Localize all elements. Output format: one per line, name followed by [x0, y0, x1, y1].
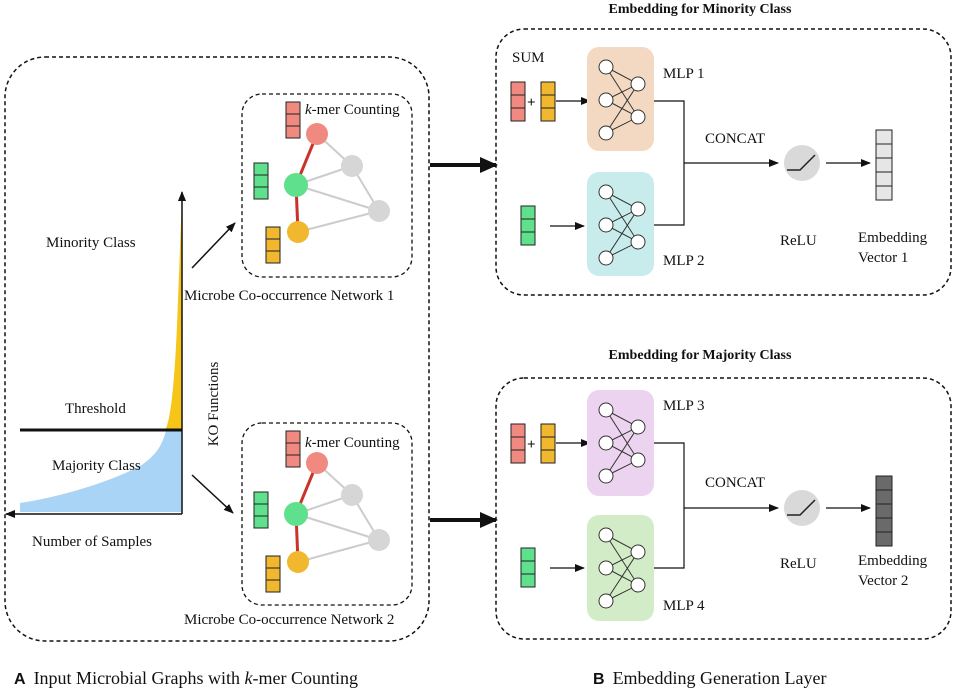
mlp-1-box: [587, 47, 654, 151]
node-yellow: [287, 221, 309, 243]
network-2-label: Microbe Co-occurrence Network 2: [184, 612, 394, 628]
mlp-2: [587, 172, 654, 276]
relu-label: ReLU: [780, 233, 817, 249]
embedding-vector-1: [875, 129, 893, 201]
embedding-vector-2-label: Vector 2: [858, 573, 908, 589]
network-1-frame: [241, 93, 413, 278]
x-axis-label: Number of Samples: [32, 534, 152, 550]
network-1: k-mer Counting: [241, 93, 413, 278]
kmer-counting-label: k-mer Counting: [305, 435, 400, 451]
majority-embedding-frame: [495, 377, 952, 640]
mlp-4-box: [587, 515, 654, 621]
embedding-vector-2: [875, 475, 893, 547]
network-1-label: Microbe Co-occurrence Network 1: [184, 288, 394, 304]
concat-label: CONCAT: [705, 131, 765, 147]
kmer-vector-red: [285, 101, 301, 139]
relu-icon: [784, 145, 820, 181]
kmer-vector-yellow: [265, 555, 281, 593]
majority-embedding-title: Embedding for Majority Class: [609, 348, 792, 363]
mlp-1-label: MLP 1: [663, 66, 705, 82]
arrow-to-network-1: [191, 222, 236, 269]
majority-area: [20, 430, 182, 512]
sum-input-vectors: +: [510, 81, 556, 122]
node-yellow: [287, 551, 309, 573]
mlp-2-box: [587, 172, 654, 276]
kmer-vector-red: [285, 430, 301, 468]
majority-class-label: Majority Class: [52, 458, 141, 474]
ko-distribution-chart: Minority Class Threshold Majority Class …: [5, 191, 222, 550]
mlp-3-label: MLP 3: [663, 398, 705, 414]
relu-icon: [784, 490, 820, 526]
mlp-1: [587, 47, 654, 151]
minority-area: [165, 200, 182, 430]
mlp-4-label: MLP 4: [663, 598, 705, 614]
mlp-2-label: MLP 2: [663, 253, 705, 269]
panel-a-frame: [4, 56, 430, 642]
concat-connector: [654, 442, 685, 569]
node-grey: [368, 200, 390, 222]
embedding-vector-2-label: Embedding: [858, 553, 928, 569]
minority-class-label: Minority Class: [46, 235, 136, 251]
node-red: [306, 123, 328, 145]
concat-connector: [654, 100, 685, 226]
node-green: [284, 173, 308, 197]
node-grey: [341, 484, 363, 506]
mlp-2-input-vector: [520, 205, 536, 246]
kmer-vector-green: [253, 162, 269, 200]
plus-sign: +: [527, 437, 536, 453]
kmer-vector-yellow: [265, 226, 281, 264]
arrow-to-network-2: [191, 474, 234, 514]
minority-embedding-frame: [495, 28, 952, 296]
embedding-vector-1-label: Vector 1: [858, 250, 908, 266]
concat-label: CONCAT: [705, 475, 765, 491]
network-2-frame: [241, 422, 413, 606]
threshold-label: Threshold: [65, 401, 126, 417]
network-2: k-mer Counting: [241, 422, 413, 606]
mlp-4-input-vector: [520, 547, 536, 588]
node-green: [284, 502, 308, 526]
minority-embedding-title: Embedding for Minority Class: [609, 2, 792, 17]
node-grey: [341, 155, 363, 177]
node-grey: [368, 529, 390, 551]
y-axis-label: KO Functions: [206, 362, 222, 447]
mlp-3: [587, 390, 654, 496]
mlp-4: [587, 515, 654, 621]
mlp-3-box: [587, 390, 654, 496]
embedding-vector-1-label: Embedding: [858, 230, 928, 246]
relu-label: ReLU: [780, 556, 817, 572]
plus-sign: +: [527, 95, 536, 111]
node-red: [306, 452, 328, 474]
kmer-counting-label: k-mer Counting: [305, 102, 400, 118]
sum-label: SUM: [512, 50, 545, 66]
sum-input-vectors: +: [510, 423, 556, 464]
kmer-vector-green: [253, 491, 269, 529]
